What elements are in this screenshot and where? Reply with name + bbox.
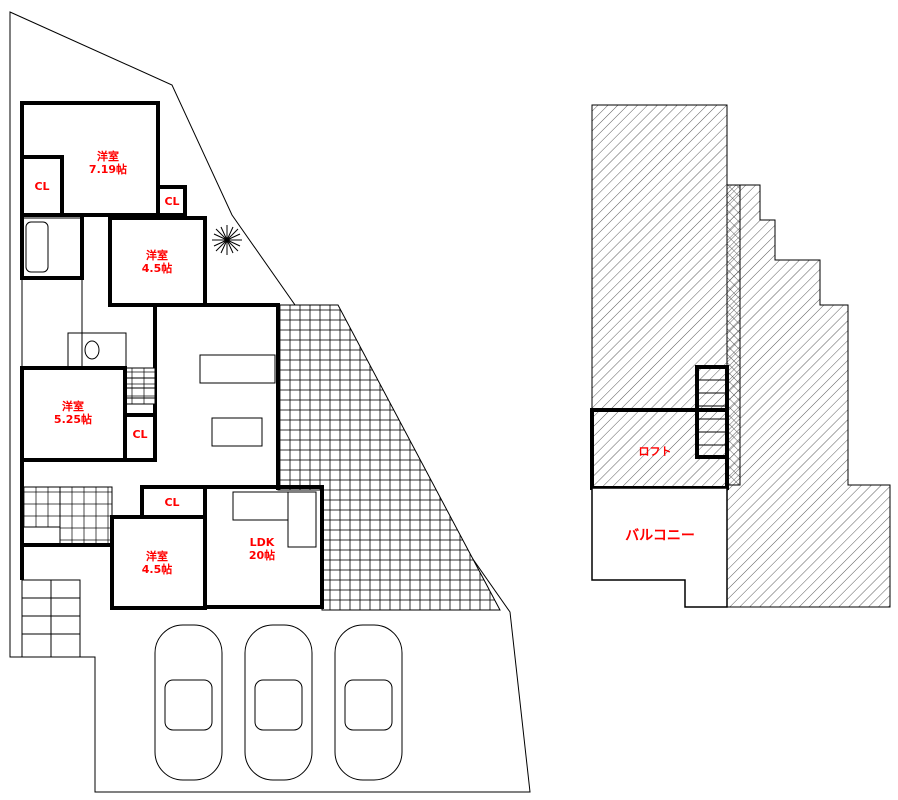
closet-3	[123, 413, 157, 462]
room-name: 洋室	[62, 399, 84, 413]
room-size: 4.5帖	[142, 562, 173, 576]
upper-floor	[590, 104, 891, 608]
room-name: 洋室	[97, 149, 119, 163]
loft-label: ロフト	[639, 445, 672, 458]
closet-label: CL	[34, 180, 49, 193]
balcony-label: バルコニー	[625, 528, 695, 544]
closet-label: CL	[164, 496, 179, 509]
car-icon	[154, 624, 223, 781]
tree-icon	[212, 225, 242, 255]
paving-area	[277, 304, 501, 611]
car-icon	[244, 624, 313, 781]
closet-label: CL	[132, 428, 147, 441]
room-name: 洋室	[146, 248, 168, 262]
room-western-4	[110, 515, 207, 610]
ldk-kitchen	[199, 354, 276, 384]
room-size: 4.5帖	[142, 261, 173, 275]
closet-2	[156, 185, 187, 217]
closet-label: CL	[164, 195, 179, 208]
car-icon	[334, 624, 403, 781]
balcony	[591, 487, 728, 608]
site-boundary	[9, 11, 531, 793]
bath	[20, 213, 84, 280]
room-size: 5.25帖	[54, 412, 92, 426]
room-name: 洋室	[146, 549, 168, 563]
room-size: 7.19帖	[89, 162, 127, 176]
room-size: 20帖	[249, 548, 275, 562]
room-name: LDK	[250, 536, 275, 549]
parking	[154, 624, 403, 781]
ground-floor	[20, 101, 324, 658]
